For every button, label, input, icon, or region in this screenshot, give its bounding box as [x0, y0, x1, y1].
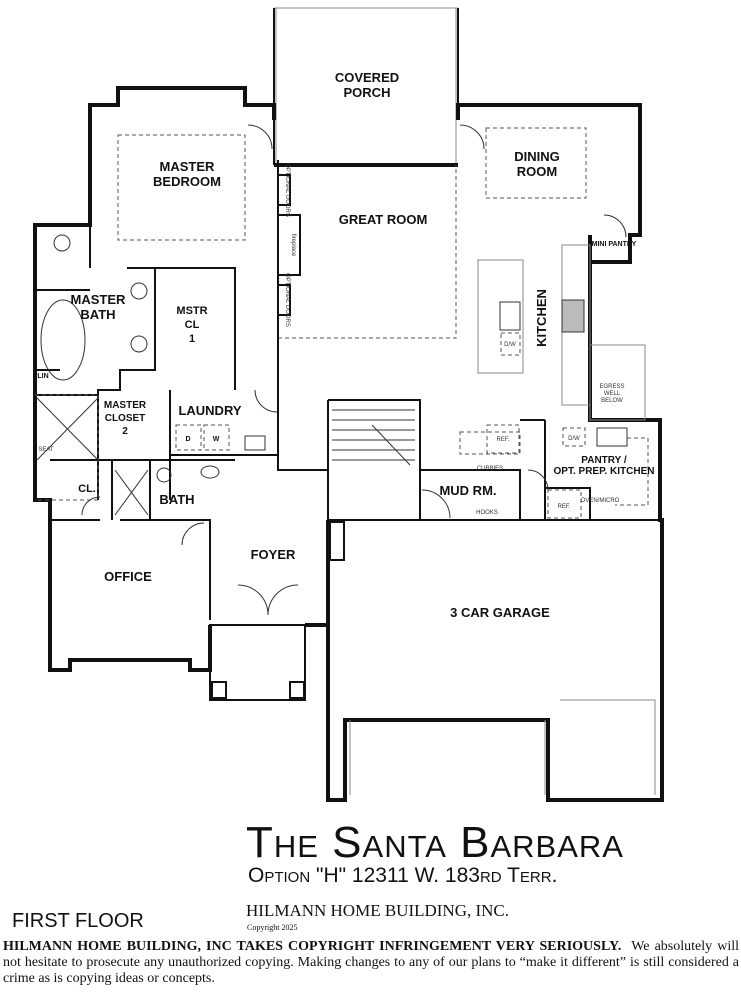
- bath-fixtures: SEAT: [36, 234, 220, 516]
- pantry-label-1: PANTRY /: [581, 455, 627, 466]
- bath-label: BATH: [159, 492, 194, 507]
- mini-pantry-label: MINI PANTRY: [592, 241, 637, 248]
- pantry-label-2: OPT. PREP. KITCHEN: [554, 466, 655, 477]
- mud-room-label: MUD RM.: [439, 483, 496, 498]
- master-bath-label-1: MASTER: [71, 292, 127, 307]
- pantry-dw-label: D/W: [568, 436, 580, 442]
- pantry-ref-label: REF.: [557, 504, 570, 510]
- laundry-appliances: D W: [175, 424, 266, 451]
- dining-room-label-1: DINING: [514, 149, 560, 164]
- mud-ref-label: REF.: [496, 437, 509, 443]
- company-name: HILMANN HOME BUILDING, INC.: [246, 901, 510, 920]
- fireplace-wall: OPTIONAL DOORS fireplace OPTIONAL DOORS: [277, 163, 301, 327]
- room-labels: MASTER BEDROOM DINING ROOM GREAT ROOM KI…: [37, 149, 654, 620]
- copyright-notice: HILMANN HOME BUILDING, INC TAKES COPYRIG…: [3, 939, 739, 987]
- linen-label: LIN: [37, 373, 48, 380]
- plan-subtitle: Option "H" 12311 W. 183rd Terr.: [248, 864, 558, 887]
- notice-bold: HILMANN HOME BUILDING, INC TAKES COPYRIG…: [3, 939, 622, 954]
- optional-doors-label-2: OPTIONAL DOORS: [284, 273, 290, 327]
- exterior-walls: [33, 86, 664, 802]
- ceiling-outlines: [35, 127, 587, 501]
- office-label: OFFICE: [104, 569, 152, 584]
- master-closet-label-3: 2: [122, 426, 128, 437]
- stairs: [332, 409, 415, 466]
- floor-label: FIRST FLOOR: [12, 910, 144, 932]
- fireplace-label: fireplace: [290, 234, 296, 257]
- great-room-label: GREAT ROOM: [339, 212, 428, 227]
- porch-label-1: COVERED: [335, 70, 399, 85]
- oven-micro-label: OVEN/MICRO: [581, 498, 620, 504]
- optional-doors-label-1: OPTIONAL DOORS: [284, 163, 290, 217]
- seat-label: SEAT: [38, 447, 54, 453]
- washer-label: W: [213, 436, 220, 443]
- egress-label-2: WELL: [604, 391, 621, 397]
- pantry-fixtures: REF. CUBBIES HOOKS D/W REF. OVEN/MICRO: [476, 424, 649, 519]
- floor-plan: COVERED PORCH D/W: [33, 7, 664, 802]
- dryer-label: D: [185, 436, 190, 443]
- copyright: Copyright 2025: [247, 923, 298, 932]
- egress-label-3: BELOW: [601, 398, 623, 404]
- interior-walls: [35, 160, 662, 620]
- covered-porch: COVERED PORCH: [273, 7, 459, 167]
- kitchen-island: D/W EGRESS WELL BELOW: [477, 244, 646, 421]
- cubbies-label: CUBBIES: [477, 466, 503, 472]
- garage-doors: [329, 521, 656, 795]
- mstr-cl-label-2: CL: [185, 319, 200, 331]
- egress-label-1: EGRESS: [599, 384, 624, 390]
- mstr-cl-label-3: 1: [189, 333, 195, 345]
- master-bedroom-label-2: BEDROOM: [153, 174, 221, 189]
- mstr-cl-label-1: MSTR: [176, 305, 207, 317]
- notice-text: We absolutely will not hesitate to prose…: [3, 939, 739, 986]
- master-closet-label-1: MASTER: [104, 400, 147, 411]
- garage-label: 3 CAR GARAGE: [450, 605, 550, 620]
- plan-title: The Santa Barbara: [246, 818, 624, 867]
- hooks-label: HOOKS: [476, 510, 498, 516]
- porch-label-2: PORCH: [344, 85, 391, 100]
- laundry-label: LAUNDRY: [178, 403, 241, 418]
- closet-label: CL.: [78, 483, 96, 495]
- master-bath-label-2: BATH: [80, 307, 115, 322]
- island-dw-label: D/W: [504, 342, 516, 348]
- kitchen-label: KITCHEN: [534, 289, 549, 347]
- doors: [81, 124, 627, 616]
- master-bedroom-label-1: MASTER: [160, 159, 216, 174]
- master-closet-label-2: CLOSET: [105, 413, 146, 424]
- foyer-label: FOYER: [251, 547, 296, 562]
- dining-room-label-2: ROOM: [517, 164, 557, 179]
